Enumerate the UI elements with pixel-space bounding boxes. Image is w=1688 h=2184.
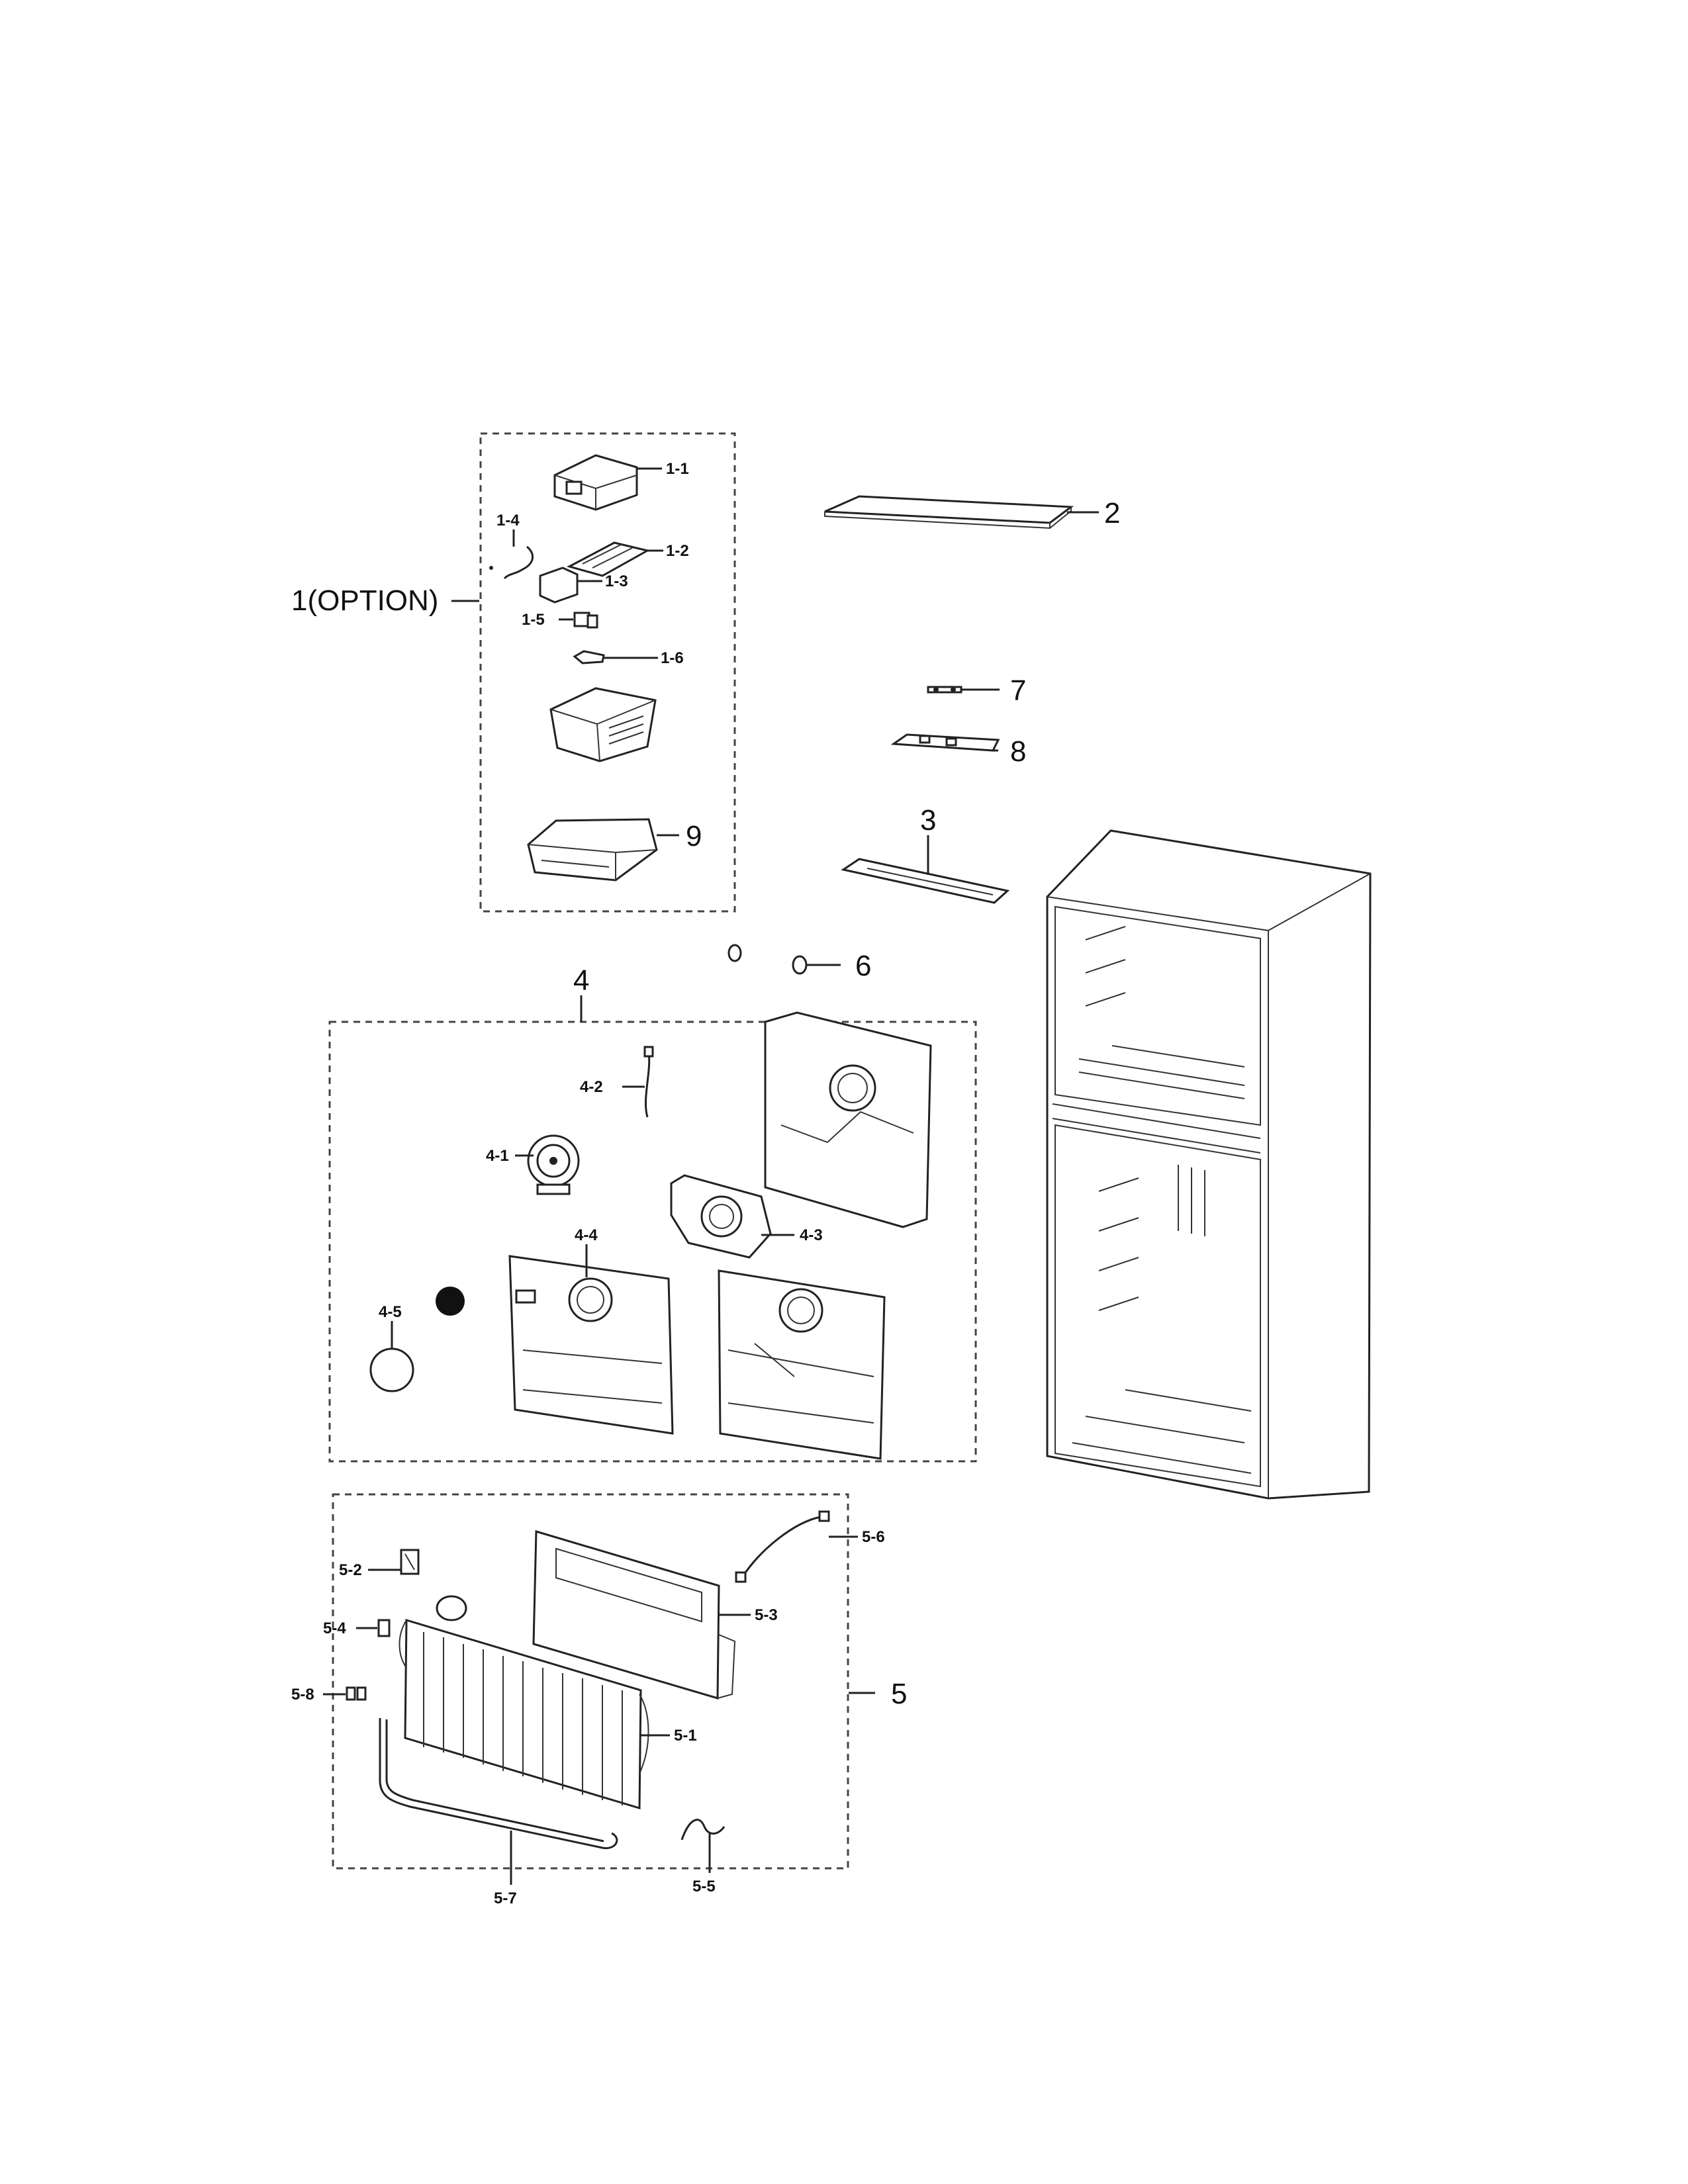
- part-9-tray: [527, 818, 658, 882]
- part-1-5-bracket: [573, 612, 598, 629]
- group-box-5: [332, 1493, 849, 1870]
- part-1-2-tray: [566, 541, 651, 577]
- part-5-3-cover: [532, 1530, 736, 1700]
- part-8-bracket: [890, 733, 1000, 752]
- part-1-1-ice-maker: [553, 454, 638, 511]
- label-4-4: 4-4: [575, 1226, 598, 1244]
- refrigerator-cabinet: [1046, 829, 1372, 1500]
- label-5-8: 5-8: [291, 1686, 314, 1704]
- label-5-7: 5-7: [494, 1889, 517, 1907]
- label-6: 6: [855, 950, 871, 982]
- label-2: 2: [1104, 497, 1120, 529]
- label-1-6: 1-6: [661, 649, 684, 667]
- label-1-4: 1-4: [496, 512, 520, 529]
- part-4-4-cover: [508, 1255, 674, 1435]
- label-1-3: 1-3: [605, 572, 628, 590]
- group-box-4: [328, 1021, 977, 1463]
- label-5-4: 5-4: [323, 1619, 346, 1637]
- part-ice-bucket: [549, 687, 657, 762]
- label-9: 9: [686, 820, 702, 852]
- label-1-2: 1-2: [666, 542, 689, 560]
- part-5-2-fuse: [400, 1549, 420, 1575]
- part-6-cap: [727, 944, 808, 975]
- label-5: 5: [891, 1678, 907, 1710]
- part-4-3-shroud: [670, 1174, 772, 1259]
- label-5-2: 5-2: [339, 1561, 362, 1579]
- part-5-4-clip: [377, 1619, 391, 1637]
- part-2-shelf: [824, 495, 1074, 529]
- label-4-1: 4-1: [486, 1147, 509, 1165]
- part-4-1-fan: [527, 1134, 580, 1195]
- part-4-5-disc: [369, 1287, 465, 1392]
- part-grille-upper: [764, 1011, 932, 1228]
- group-box-1: [479, 432, 736, 913]
- part-grille-lower: [718, 1269, 886, 1460]
- label-4-2: 4-2: [580, 1078, 603, 1096]
- part-1-4-wire: [489, 545, 534, 580]
- part-5-1-evaporator: [399, 1595, 649, 1810]
- label-5-3: 5-3: [755, 1606, 778, 1624]
- label-5-6: 5-6: [862, 1528, 885, 1546]
- label-7: 7: [1010, 674, 1026, 707]
- label-3: 3: [920, 804, 936, 837]
- label-4-3: 4-3: [800, 1226, 823, 1244]
- part-5-6-sensor-wire: [735, 1510, 830, 1583]
- part-7-pin: [927, 686, 962, 694]
- label-1-option: 1(OPTION): [291, 584, 438, 617]
- label-1-1: 1-1: [666, 460, 689, 478]
- part-4-2-sensor: [643, 1046, 654, 1118]
- part-1-3-motor: [539, 567, 579, 604]
- label-1-5: 1-5: [522, 611, 545, 629]
- label-5-5: 5-5: [692, 1878, 716, 1895]
- label-8: 8: [1010, 735, 1026, 768]
- label-4: 4: [573, 964, 589, 997]
- part-5-7-heater: [379, 1718, 618, 1850]
- label-5-1: 5-1: [674, 1727, 697, 1745]
- part-5-5-wire: [680, 1819, 726, 1841]
- label-4-5: 4-5: [379, 1303, 402, 1321]
- part-3-cover: [841, 858, 1010, 904]
- part-5-8-holder: [346, 1686, 367, 1701]
- part-1-6-clip: [573, 650, 605, 664]
